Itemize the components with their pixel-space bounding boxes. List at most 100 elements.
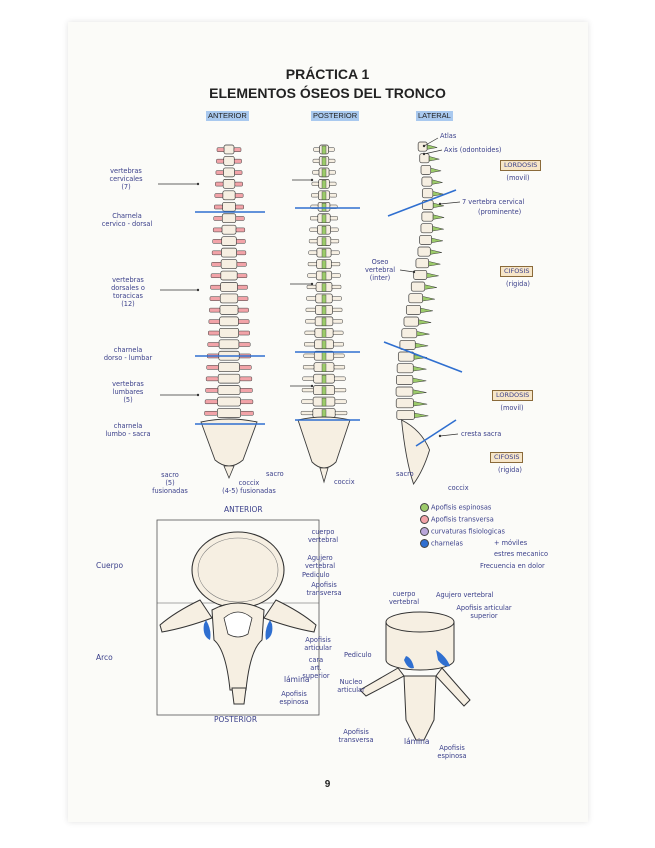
- label-lumbar: vertebras lumbares (5): [96, 380, 160, 404]
- label-lumbar-l2: lumbares: [112, 388, 144, 396]
- label-oseo-l2: vertebral: [364, 266, 396, 274]
- label-coccix-anterior: coccix (4-5) fusionadas: [204, 479, 294, 495]
- lateral-vertebra: [421, 211, 434, 222]
- label-charnela2-l2: dorso - lumbar: [103, 354, 153, 362]
- anterior-vertebra: [223, 167, 235, 178]
- label-oseo-l1: Oseo: [371, 258, 389, 266]
- posterior-transverse-left: [306, 296, 316, 301]
- transverse-3d-right: [435, 667, 471, 707]
- posterior-transverse-left: [306, 284, 317, 290]
- anterior-transverse-right: [238, 342, 251, 347]
- lateral-spinous: [426, 144, 438, 150]
- lateral-spinous: [430, 249, 442, 255]
- posterior-transverse-right: [329, 181, 337, 186]
- vt-agujero-l2: vertebral: [304, 562, 336, 570]
- vertebra-label-anterior: ANTERIOR: [224, 505, 263, 514]
- lateral-vertebra: [421, 176, 433, 187]
- label-coccix-ant-l1: coccix: [238, 479, 260, 487]
- posterior-transverse-right: [331, 262, 341, 267]
- vertebral-arch: [211, 602, 265, 691]
- lateral-spinous: [424, 284, 437, 290]
- label-sacro-ant-note: fusionadas: [152, 487, 188, 495]
- label-arrow: [439, 433, 459, 437]
- page-number: 9: [324, 779, 331, 790]
- anterior-transverse-right: [238, 330, 250, 336]
- v3d-cuerpo-l2: vertebral: [388, 598, 420, 606]
- label-charnela-dorso: charnela dorso - lumbar: [96, 346, 160, 362]
- vertebra-label-pediculo: Pediculo: [302, 571, 330, 579]
- vt-trans-l2: transversa: [306, 589, 342, 597]
- label-arrow: [439, 201, 461, 205]
- anterior-transverse-left: [213, 216, 223, 221]
- charnela-line-lateral: [387, 189, 457, 217]
- anterior-vertebra: [218, 362, 240, 373]
- posterior-spinous: [321, 409, 327, 418]
- anterior-transverse-right: [234, 158, 242, 164]
- anterior-transverse-left: [210, 273, 222, 279]
- label-sacro-anterior: sacro (5) fusionadas: [148, 471, 192, 495]
- lateral-vertebra: [417, 141, 428, 152]
- label-charnela3-l1: charnela: [113, 422, 143, 430]
- facet-3d-right: [436, 650, 450, 667]
- posterior-transverse-left: [304, 330, 316, 335]
- curvature-box-4: CIFOSIS: [490, 452, 524, 463]
- label-dorsal: vertebras dorsales o toracicas (12): [96, 276, 160, 308]
- anterior-transverse-right: [236, 239, 246, 244]
- lateral-spinous: [428, 261, 441, 267]
- lateral-spinous: [432, 202, 445, 208]
- posterior-spinous: [321, 168, 327, 178]
- label-charnela1-l1: Charnela: [112, 212, 142, 220]
- anterior-vertebra: [222, 190, 236, 201]
- lateral-vertebra: [396, 374, 414, 385]
- label-arrow-head: [438, 434, 442, 438]
- anterior-vertebra: [220, 259, 238, 269]
- anterior-transverse-right: [239, 388, 253, 393]
- anterior-vertebra: [223, 156, 235, 166]
- posterior-spinous: [321, 283, 327, 292]
- posterior-transverse-right: [329, 193, 337, 198]
- anterior-transverse-left: [211, 250, 222, 256]
- anterior-vertebra: [218, 339, 240, 350]
- anterior-transverse-left: [210, 284, 221, 290]
- posterior-transverse-right: [328, 170, 336, 175]
- anterior-transverse-left: [211, 262, 222, 267]
- spine-posterior-view: [295, 144, 360, 484]
- curvature-box-2: CIFOSIS: [500, 266, 534, 277]
- legend-charnela: charnelas: [420, 539, 463, 548]
- anterior-vertebra: [221, 247, 237, 258]
- curvature-note-3: (movil): [500, 404, 524, 412]
- vertebra-3d-view: [359, 611, 471, 741]
- anterior-vertebra: [219, 293, 239, 304]
- v3d-label-esp: Apofisis espinosa: [432, 744, 472, 760]
- posterior-spinous: [321, 157, 327, 166]
- posterior-transverse-right: [332, 296, 342, 301]
- anterior-vertebra: [217, 373, 241, 384]
- vt-agujero-l1: Agujero: [307, 554, 333, 562]
- lateral-spinous: [413, 401, 428, 407]
- posterior-spinous: [321, 294, 327, 304]
- label-charnela3-l2: lumbo - sacra: [105, 430, 151, 438]
- anterior-transverse-right: [235, 216, 245, 221]
- posterior-spinous: [321, 180, 327, 189]
- lateral-vertebra: [421, 188, 434, 199]
- label-arrow-head: [310, 282, 314, 286]
- posterior-spinous: [321, 260, 327, 269]
- posterior-transverse-left: [310, 216, 318, 221]
- posterior-sacrum: [297, 416, 351, 469]
- posterior-spinous: [321, 340, 327, 349]
- v3d-label-lamina: lámina: [404, 737, 430, 746]
- anterior-vertebra: [219, 305, 239, 315]
- lateral-vertebra: [403, 316, 419, 327]
- posterior-transverse-right: [332, 307, 343, 312]
- posterior-spinous: [321, 329, 327, 338]
- anterior-transverse-right: [237, 307, 249, 313]
- posterior-spinous: [321, 237, 327, 246]
- legend-curvature: curvaturas fisiologicas: [420, 527, 505, 536]
- label-oseo-l3: (inter): [369, 274, 391, 282]
- lateral-vertebra: [420, 223, 433, 234]
- anterior-transverse-right: [236, 250, 247, 256]
- anterior-transverse-left: [206, 365, 219, 370]
- legend-label-spinous: Apofisis espinosas: [431, 503, 492, 512]
- posterior-spinous: [321, 374, 327, 384]
